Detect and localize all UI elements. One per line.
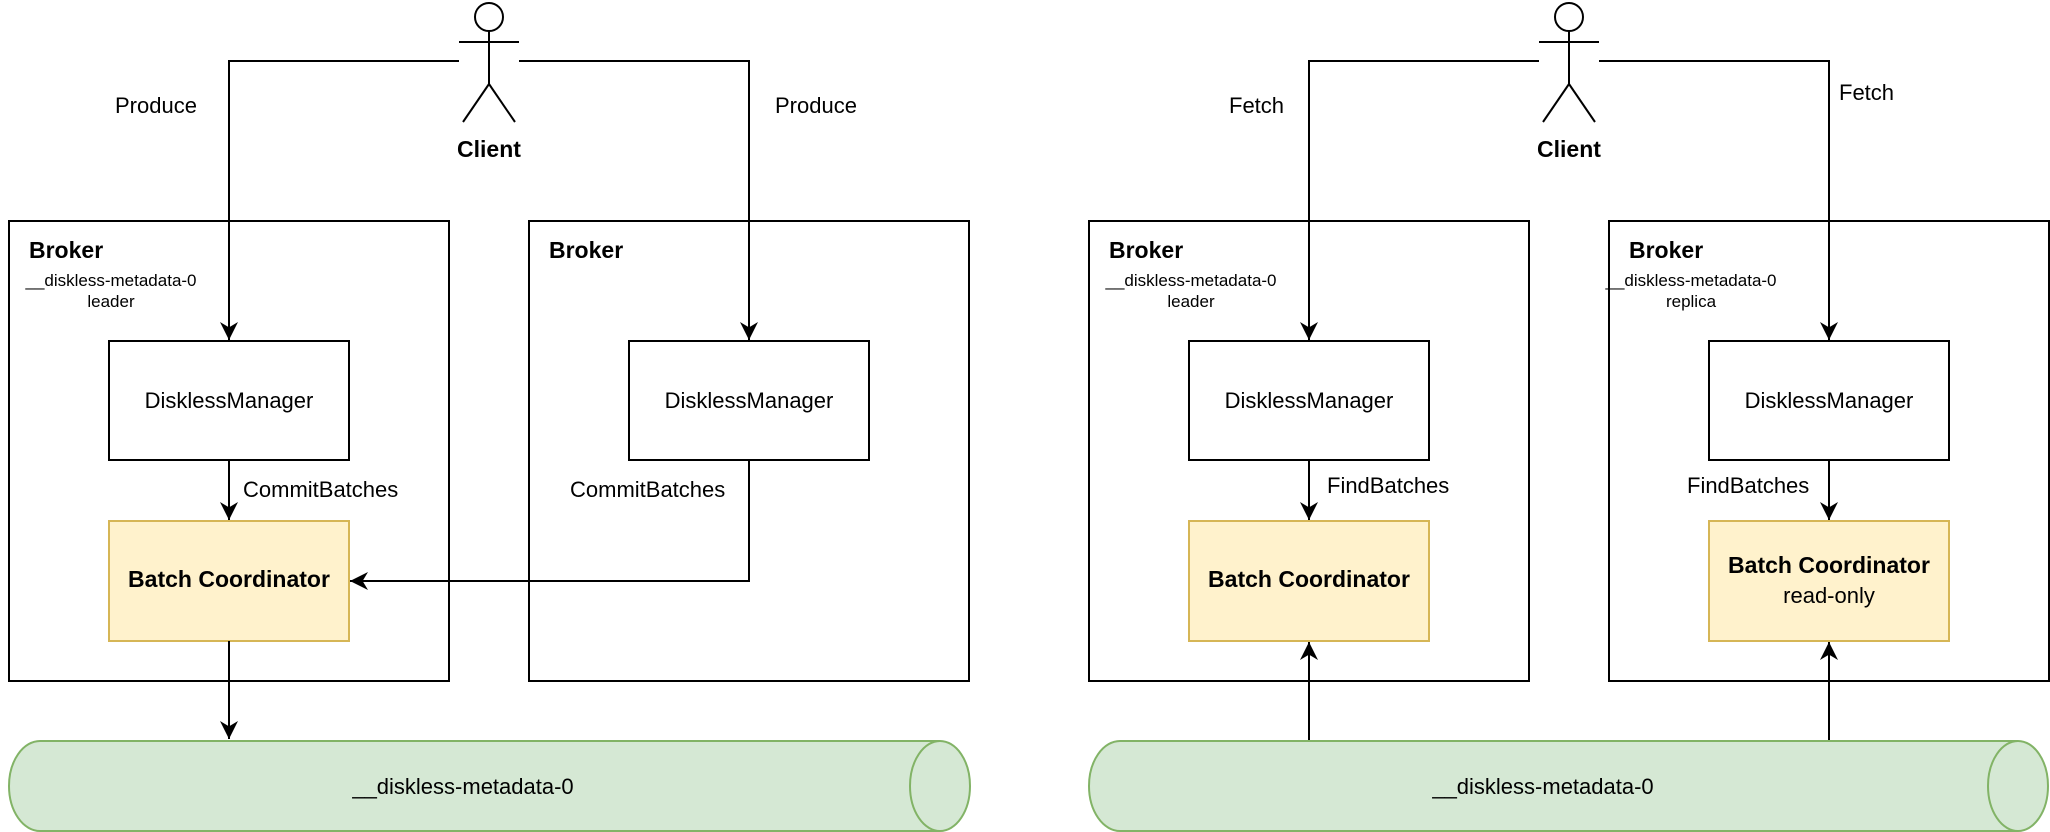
client-label: Client: [457, 136, 521, 162]
commit-label-right: CommitBatches: [570, 477, 725, 502]
produce-edge-right: [519, 60, 758, 340]
broker-a-title: Broker: [1109, 237, 1183, 263]
produce-label-right: Produce: [775, 93, 857, 118]
find-label-left: FindBatches: [1327, 473, 1449, 498]
batch-coordinator-box[interactable]: [108, 520, 350, 642]
broker-b-title: Broker: [549, 237, 623, 263]
batch-coordinator-label: Batch Coordinator: [1728, 552, 1930, 578]
produce-diagram: Broker __diskless-metadata-0 leader Disk…: [8, 2, 971, 832]
fetch-edge-right: [1599, 60, 1838, 340]
metadata-topic-cylinder[interactable]: [8, 740, 971, 832]
fetch-diagram: Broker __diskless-metadata-0 leader Disk…: [1088, 2, 2050, 832]
disklessmanager-label: DisklessManager: [1745, 388, 1914, 413]
commit-edge-right: [350, 460, 750, 590]
disklessmanager-label: DisklessManager: [665, 388, 834, 413]
broker-b-title: Broker: [1629, 237, 1703, 263]
client-actor-icon[interactable]: [459, 2, 519, 123]
disklessmanager-box[interactable]: [108, 340, 350, 461]
batch-coordinator-box[interactable]: [1188, 520, 1430, 642]
client-actor-icon[interactable]: [1539, 2, 1599, 123]
metadata-topic-cylinder[interactable]: [1088, 740, 2049, 832]
fetch-edge-left: [1300, 60, 1539, 340]
metadata-topic-label: __diskless-metadata-0: [351, 774, 573, 799]
broker-a-role: leader: [1167, 292, 1215, 311]
disklessmanager-label: DisklessManager: [145, 388, 314, 413]
broker-b-role: replica: [1666, 292, 1717, 311]
broker-b-partition: __diskless-metadata-0: [1604, 271, 1776, 290]
disklessmanager-box[interactable]: [1708, 340, 1950, 461]
broker-a-role: leader: [87, 292, 135, 311]
produce-label-left: Produce: [115, 93, 197, 118]
disklessmanager-label: DisklessManager: [1225, 388, 1394, 413]
disklessmanager-box[interactable]: [1188, 340, 1430, 461]
batch-coordinator-readonly-box[interactable]: [1708, 520, 1950, 642]
metadata-topic-label: __diskless-metadata-0: [1431, 774, 1653, 799]
broker-a-partition: __diskless-metadata-0: [24, 271, 196, 290]
fetch-label-right: Fetch: [1839, 80, 1894, 105]
fetch-label-left: Fetch: [1229, 93, 1284, 118]
client-label: Client: [1537, 136, 1601, 162]
disklessmanager-box[interactable]: [628, 340, 870, 461]
find-label-right: FindBatches: [1687, 473, 1809, 498]
batch-coordinator-label: Batch Coordinator: [1208, 566, 1410, 592]
batch-coordinator-label: Batch Coordinator: [128, 566, 330, 592]
produce-edge-left: [220, 60, 459, 340]
batch-coordinator-mode: read-only: [1783, 583, 1875, 608]
broker-a-partition: __diskless-metadata-0: [1104, 271, 1276, 290]
commit-label-left: CommitBatches: [243, 477, 398, 502]
broker-a-title: Broker: [29, 237, 103, 263]
